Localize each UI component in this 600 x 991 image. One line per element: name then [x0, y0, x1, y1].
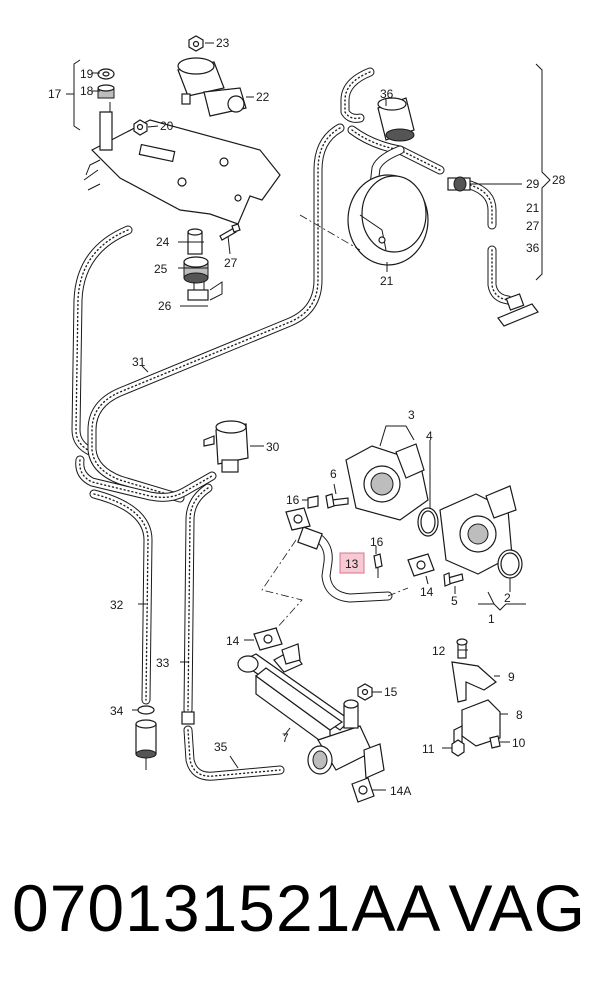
- cooler-outlet-valve: [307, 699, 385, 779]
- solenoid-valve-30: [203, 420, 249, 473]
- label-16-right: 16: [370, 535, 384, 549]
- label-4: 4: [426, 429, 433, 443]
- label-21-right: 21: [526, 201, 540, 215]
- brand-name: VAG: [448, 871, 586, 945]
- caption: 070131521AA VAG: [0, 868, 600, 948]
- highlight-box-13: [339, 552, 365, 574]
- label-32: 32: [110, 598, 124, 612]
- mounting-bracket: [83, 111, 281, 225]
- seal-2: [497, 549, 523, 579]
- bolt-16-right: [373, 553, 383, 578]
- label-12: 12: [432, 644, 446, 658]
- label-24: 24: [156, 235, 170, 249]
- sleeve-24: [187, 228, 203, 255]
- label-14-left: 14: [226, 634, 240, 648]
- leader-lines: [66, 42, 551, 791]
- label-7: 7: [282, 731, 289, 745]
- solenoid-valve-22: [177, 57, 247, 117]
- label-36-top: 36: [380, 87, 394, 101]
- label-36-right: 36: [526, 241, 540, 255]
- label-25: 25: [154, 262, 168, 276]
- hose-35: [181, 711, 285, 781]
- stud-26: [187, 281, 223, 301]
- label-8: 8: [516, 708, 523, 722]
- label-9: 9: [508, 670, 515, 684]
- label-27-left: 27: [224, 256, 238, 270]
- check-valve-36: [377, 97, 415, 142]
- hose-31: [71, 123, 345, 503]
- label-20: 20: [160, 119, 174, 133]
- label-14-right: 14: [420, 585, 434, 599]
- nut-20: [133, 119, 148, 136]
- bolt-12: [456, 638, 468, 659]
- label-6: 6: [330, 467, 337, 481]
- label-35: 35: [214, 740, 228, 754]
- damper-25: [183, 256, 209, 284]
- connecting-pipe-13: [297, 526, 393, 603]
- gasket-14-cooler: [253, 627, 283, 651]
- hose-33: [183, 483, 213, 715]
- label-13: 13: [345, 557, 359, 571]
- label-15: 15: [384, 685, 398, 699]
- label-16-left: 16: [286, 493, 300, 507]
- label-5: 5: [451, 594, 458, 608]
- label-18: 18: [80, 84, 94, 98]
- hose-32: [89, 489, 153, 705]
- connector-29: [447, 176, 471, 192]
- label-3: 3: [408, 408, 415, 422]
- filter-34: [135, 705, 157, 770]
- label-17: 17: [48, 87, 62, 101]
- bolt-5: [443, 572, 464, 587]
- label-2: 2: [504, 591, 511, 605]
- bolt-16-left: [307, 495, 319, 509]
- label-29: 29: [526, 177, 540, 191]
- part-number: 070131521AA: [12, 871, 442, 945]
- label-14A: 14A: [390, 784, 411, 798]
- label-34: 34: [110, 704, 124, 718]
- vacuum-reservoir-21: [299, 174, 429, 266]
- egr-cooler-7: [237, 643, 351, 750]
- bolt-10: [489, 735, 501, 749]
- bolt-27a: [219, 223, 241, 241]
- t-connector: [497, 293, 539, 327]
- grommet-19: [97, 68, 115, 80]
- nut-23: [188, 35, 204, 52]
- label-10: 10: [512, 736, 526, 750]
- label-1: 1: [488, 612, 495, 626]
- bolt-6: [325, 493, 349, 509]
- label-22: 22: [256, 90, 270, 104]
- nut-15: [357, 683, 373, 701]
- gasket-16-left: [285, 507, 311, 531]
- throttle-housing-3: [345, 443, 429, 521]
- bracket-9: [451, 661, 497, 703]
- hose-upper-right: [340, 67, 513, 305]
- label-21: 21: [380, 274, 394, 288]
- label-19: 19: [80, 67, 94, 81]
- label-11: 11: [422, 742, 435, 756]
- label-33: 33: [156, 656, 170, 670]
- nut-11: [451, 739, 465, 757]
- bushing-18: [97, 84, 115, 99]
- egr-valve-1: [439, 485, 517, 575]
- label-31: 31: [132, 355, 146, 369]
- gasket-14A: [351, 777, 375, 803]
- gasket-14-right: [407, 553, 435, 577]
- label-28: 28: [552, 173, 566, 187]
- label-26: 26: [158, 299, 172, 313]
- label-27-right: 27: [526, 219, 540, 233]
- seal-4: [417, 507, 439, 537]
- label-30: 30: [266, 440, 280, 454]
- label-23: 23: [216, 36, 230, 50]
